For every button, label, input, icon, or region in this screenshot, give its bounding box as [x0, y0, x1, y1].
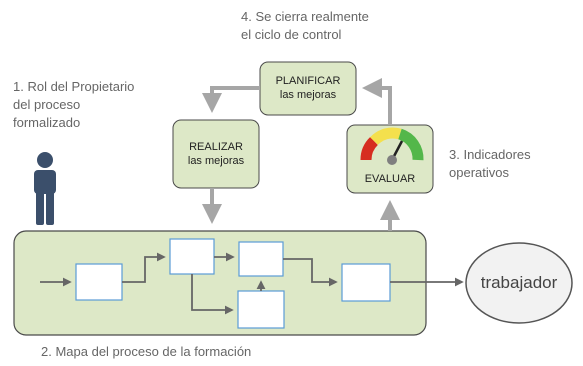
- do-box-label: REALIZAR las mejoras: [173, 140, 259, 168]
- owner-role-label: 1. Rol del Propietario del proceso forma…: [13, 78, 134, 132]
- arrow-plan-to-do: [202, 86, 260, 113]
- closed-loop-line-2: el ciclo de control: [241, 27, 342, 42]
- owner-role-line-2: del proceso: [13, 97, 81, 112]
- do-line-1: REALIZAR: [189, 141, 243, 153]
- arrow-check-to-plan: [362, 78, 392, 125]
- process-map-panel: [13, 230, 427, 336]
- process-step-3: [238, 241, 284, 277]
- owner-role-line-1: 1. Rol del Propietario: [13, 79, 135, 94]
- worker-label: trabajador: [480, 273, 558, 292]
- flow-2-to-4: [191, 274, 234, 315]
- process-step-1: [75, 263, 123, 301]
- closed-loop-label: 4. Se cierra realmente el ciclo de contr…: [241, 8, 369, 44]
- process-map-label: 2. Mapa del proceso de la formación: [41, 344, 252, 359]
- closed-loop-line-1: 4. Se cierra realmente: [241, 9, 369, 24]
- owner-role-line-3: formalizado: [13, 115, 81, 130]
- indicators-line-2: operativos: [449, 165, 509, 180]
- process-step-2: [169, 238, 215, 275]
- do-box: [172, 119, 260, 189]
- flow-3-to-5: [283, 258, 338, 287]
- plan-line-1: PLANIFICAR: [275, 75, 341, 87]
- process-owner-person-icon: [34, 152, 56, 225]
- worker-oval: [465, 242, 573, 324]
- check-box-label: EVALUAR: [364, 173, 416, 185]
- indicators-label: 3. Indicadores operativos: [449, 146, 531, 182]
- process-step-4: [237, 290, 285, 329]
- process-step-5: [341, 263, 391, 302]
- indicators-line-1: 3. Indicadores: [449, 147, 531, 162]
- flow-1-to-2: [122, 252, 166, 283]
- gauge-icon: [360, 127, 424, 165]
- plan-line-2: las mejoras: [279, 89, 337, 101]
- plan-box-label: PLANIFICAR las mejoras: [260, 74, 356, 102]
- do-line-2: las mejoras: [187, 155, 245, 167]
